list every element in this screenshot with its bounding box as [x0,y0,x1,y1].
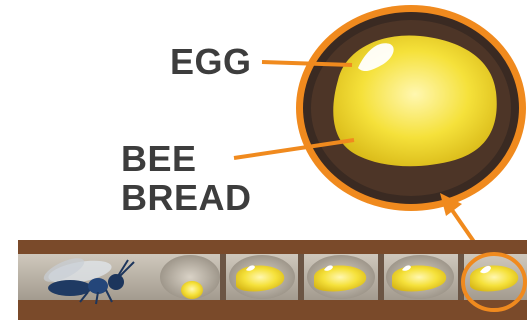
cell-partition [298,254,304,300]
tunnel-bottom-wall [18,300,527,320]
bee-bread-small [181,281,203,299]
tunnel-top-wall [18,240,527,254]
cell-partition [220,254,226,300]
magnified-cell [296,5,526,211]
bee-bread-label-line1: BEE [121,141,197,177]
cell-partition [378,254,384,300]
egg-label: EGG [170,44,252,80]
bee-bread-mass [333,35,496,166]
bee-bread-label-line2: BREAD [121,180,252,216]
